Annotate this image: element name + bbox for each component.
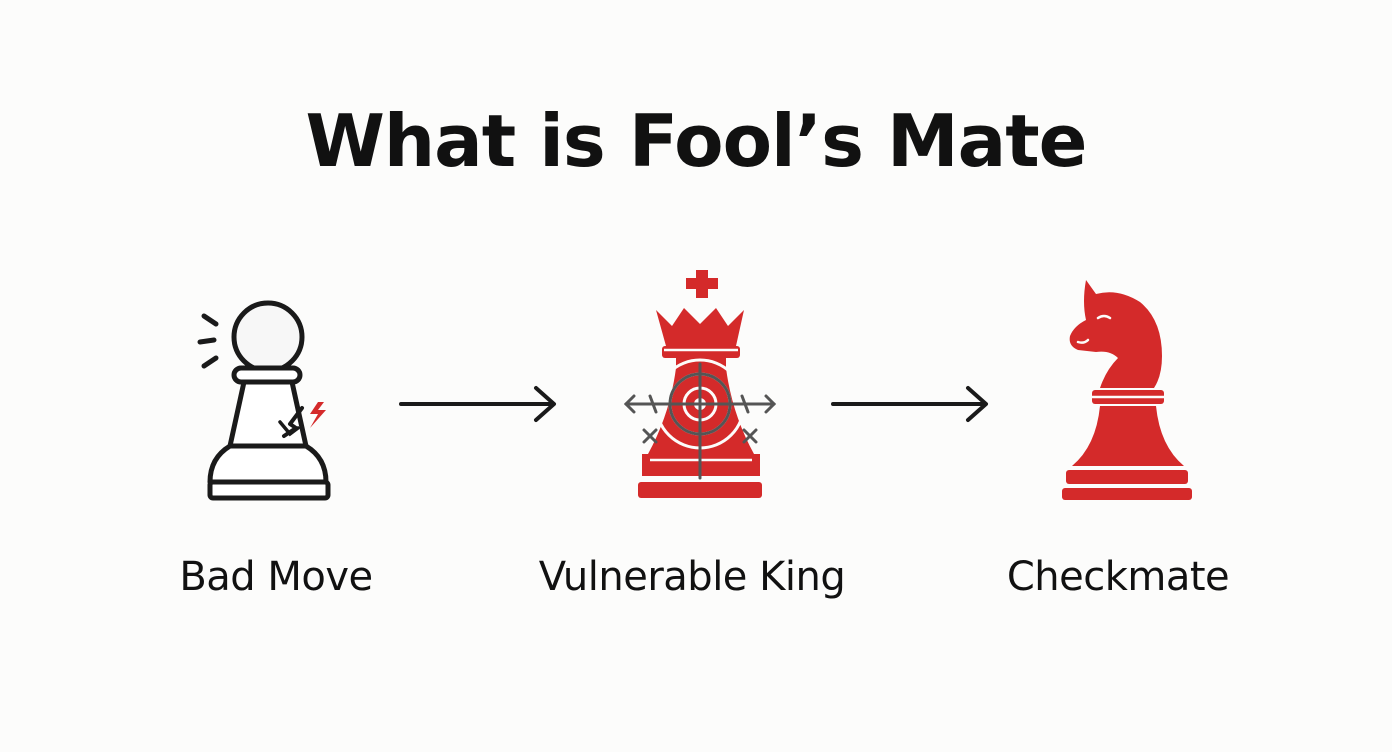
arrow-right-icon xyxy=(831,386,988,422)
targeted-king-icon xyxy=(623,270,777,498)
step-label-bad-move: Bad Move xyxy=(179,554,373,600)
step-label-checkmate: Checkmate xyxy=(1006,554,1230,600)
diagram-title: What is Fool’s Mate xyxy=(305,99,1088,183)
step-label-vulnerable-king: Vulnerable King xyxy=(538,554,846,600)
arrow-right-icon xyxy=(399,386,556,422)
knight-icon xyxy=(1062,280,1192,500)
cracked-pawn-icon xyxy=(197,300,331,501)
